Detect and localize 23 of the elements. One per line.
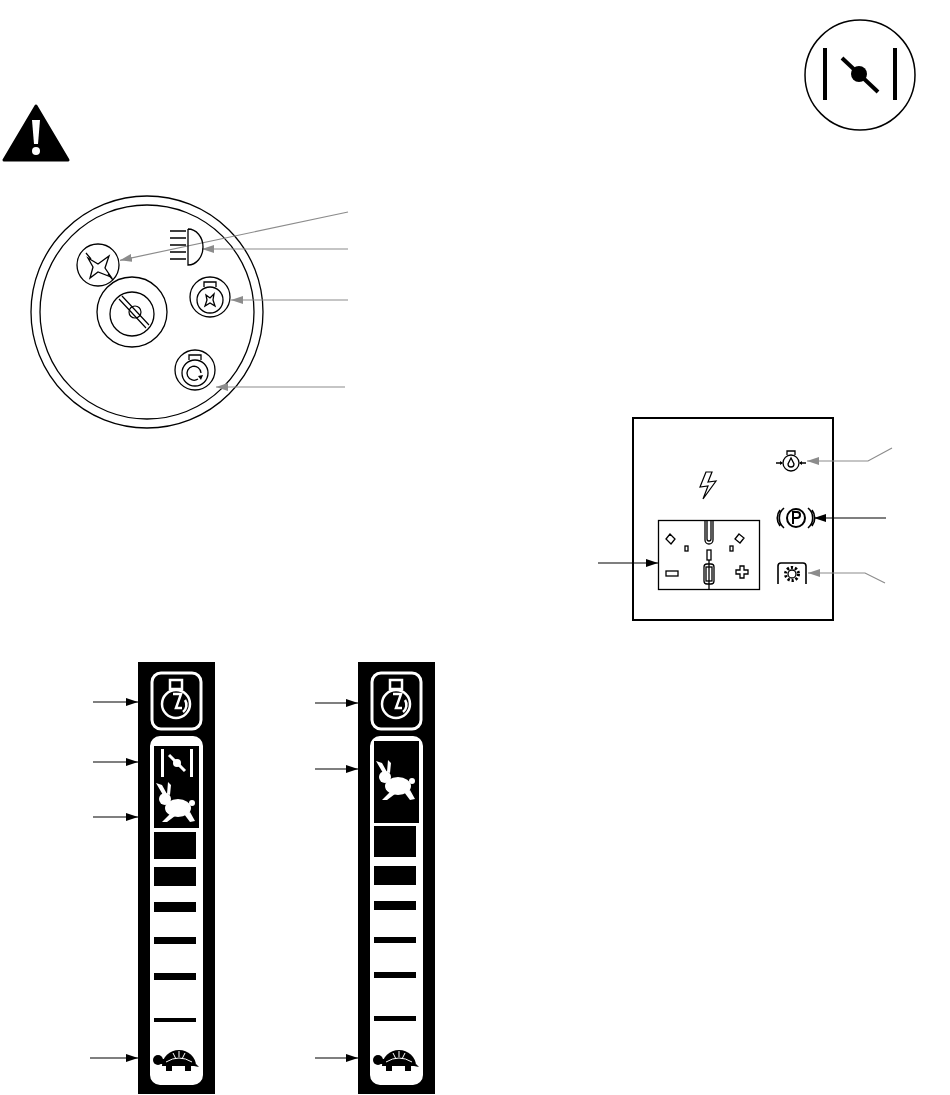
leader-line [314, 1054, 359, 1062]
engine-start-icon [174, 349, 216, 391]
leader-line [597, 559, 659, 567]
bowtie-icon [76, 243, 120, 287]
leader-line [314, 699, 359, 707]
leader-line [806, 447, 893, 465]
leader-line [92, 813, 139, 821]
leader-line [807, 569, 886, 584]
leader-line [230, 296, 349, 304]
engine-run-icon [189, 276, 231, 318]
leader-line [201, 245, 349, 253]
leader-line [813, 514, 887, 522]
leader-line [89, 1054, 139, 1062]
leader-line [314, 765, 359, 773]
leader-line [92, 698, 139, 706]
headlight-icon [168, 228, 202, 266]
battery-gauge [658, 520, 760, 590]
leader-line [215, 383, 346, 391]
oil-pressure-icon [775, 449, 807, 473]
pto-icon [776, 562, 808, 584]
parking-brake-icon [778, 506, 814, 530]
leader-line [92, 758, 139, 766]
leader-line [119, 211, 349, 262]
